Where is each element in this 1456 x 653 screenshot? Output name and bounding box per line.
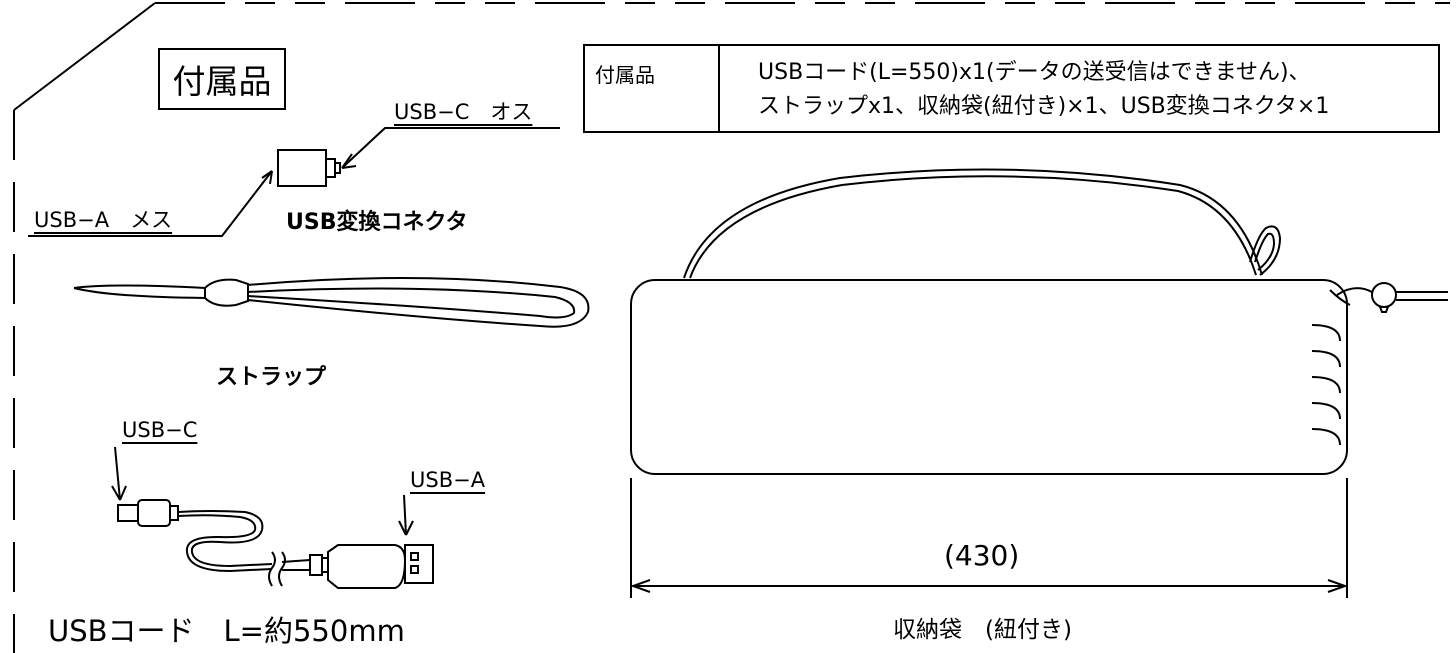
- pouch-drawing: [630, 168, 1448, 475]
- page-frame: [13, 2, 1450, 653]
- strap-name: ストラップ: [216, 365, 327, 390]
- usb-a-label: USB−A: [410, 468, 486, 492]
- usb-a-female-label: USB−A メス: [34, 208, 173, 232]
- usb-cable-drawing: [111, 446, 434, 589]
- pouch-name: 収納袋 (紐付き): [893, 617, 1072, 643]
- usb-c-male-label: USB−C オス: [394, 100, 533, 124]
- accessories-spec-table: 付属品 USBコード(L=550)x1(データの送受信はできません)、 ストラッ…: [583, 44, 1440, 133]
- pouch-dimension-line: [629, 478, 1349, 598]
- usb-c-label: USB−C: [122, 418, 198, 442]
- spec-table-header: 付属品: [585, 46, 720, 131]
- usb-cable-name: USBコード L=約550mm: [48, 614, 405, 648]
- spec-line-2: ストラップx1、収納袋(紐付き)×1、USB変換コネクタ×1: [758, 94, 1330, 119]
- strap-drawing: [73, 276, 590, 328]
- accessories-title-box: 付属品: [158, 48, 286, 110]
- spec-line-1: USBコード(L=550)x1(データの送受信はできません)、: [758, 60, 1311, 85]
- accessories-title: 付属品: [172, 62, 272, 101]
- usb-conversion-connector-name: USB変換コネクタ: [286, 210, 468, 235]
- usb-conversion-connector-drawing: [28, 127, 560, 237]
- pouch-width-dimension: (430): [944, 539, 1020, 572]
- spec-table-body: USBコード(L=550)x1(データの送受信はできません)、 ストラップx1、…: [720, 46, 1438, 131]
